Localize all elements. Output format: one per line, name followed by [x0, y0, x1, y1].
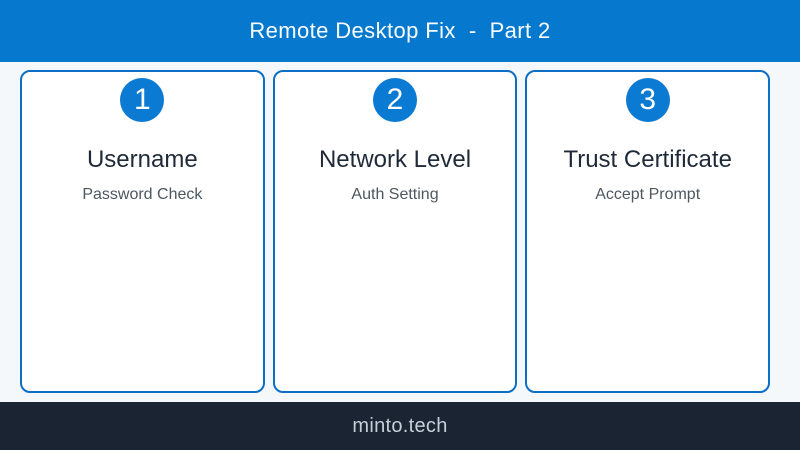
steps-area: 1 Username Password Check 2 Network Leve…	[0, 62, 800, 402]
step-3-subtitle: Accept Prompt	[595, 186, 701, 203]
step-2-title: Network Level	[318, 146, 472, 173]
step-2-number: 2	[386, 83, 404, 116]
step-1-number-badge: 1	[120, 78, 165, 122]
step-2-number-badge: 2	[373, 78, 417, 122]
footer-brand: minto.tech	[352, 414, 448, 437]
page-title: Remote Desktop Fix - Part 2	[249, 18, 551, 43]
footer-bar: minto.tech	[0, 402, 800, 450]
step-1-subtitle: Password Check	[82, 186, 203, 203]
step-card-1: 1 Username Password Check	[20, 70, 265, 393]
step-card-2: 2 Network Level Auth Setting	[272, 70, 518, 393]
step-3-number-badge: 3	[625, 78, 670, 122]
step-3-title: Trust Certificate	[563, 146, 732, 173]
step-2-subtitle: Auth Setting	[351, 186, 439, 203]
header-bar: Remote Desktop Fix - Part 2	[0, 0, 800, 62]
step-1-title: Username	[86, 146, 198, 173]
step-card-3: 3 Trust Certificate Accept Prompt	[525, 70, 771, 393]
step-1-number: 1	[133, 83, 151, 116]
step-3-number: 3	[639, 83, 657, 116]
